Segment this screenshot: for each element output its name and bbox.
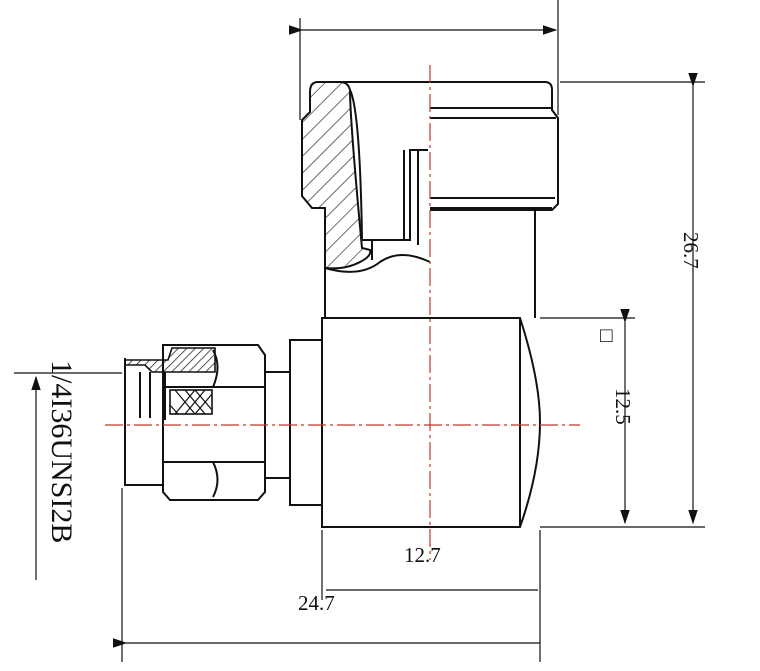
overall-height-label: 26.7	[679, 232, 703, 269]
top-width-dimension	[288, 0, 559, 120]
square-symbol: □	[600, 323, 613, 347]
body-width-label: 12.7	[404, 543, 441, 567]
thread-spec-label: 1/4I36UNSI2B	[45, 360, 78, 543]
bottom-dimensions	[112, 488, 541, 662]
body-square-label: 12.5	[611, 388, 635, 425]
side-plug	[124, 344, 290, 501]
connector-body	[289, 317, 542, 528]
thread-leader	[14, 372, 122, 580]
right-dimensions	[540, 72, 705, 528]
center-to-face-label: 24.7	[298, 591, 335, 615]
coupling-nut	[301, 81, 559, 318]
